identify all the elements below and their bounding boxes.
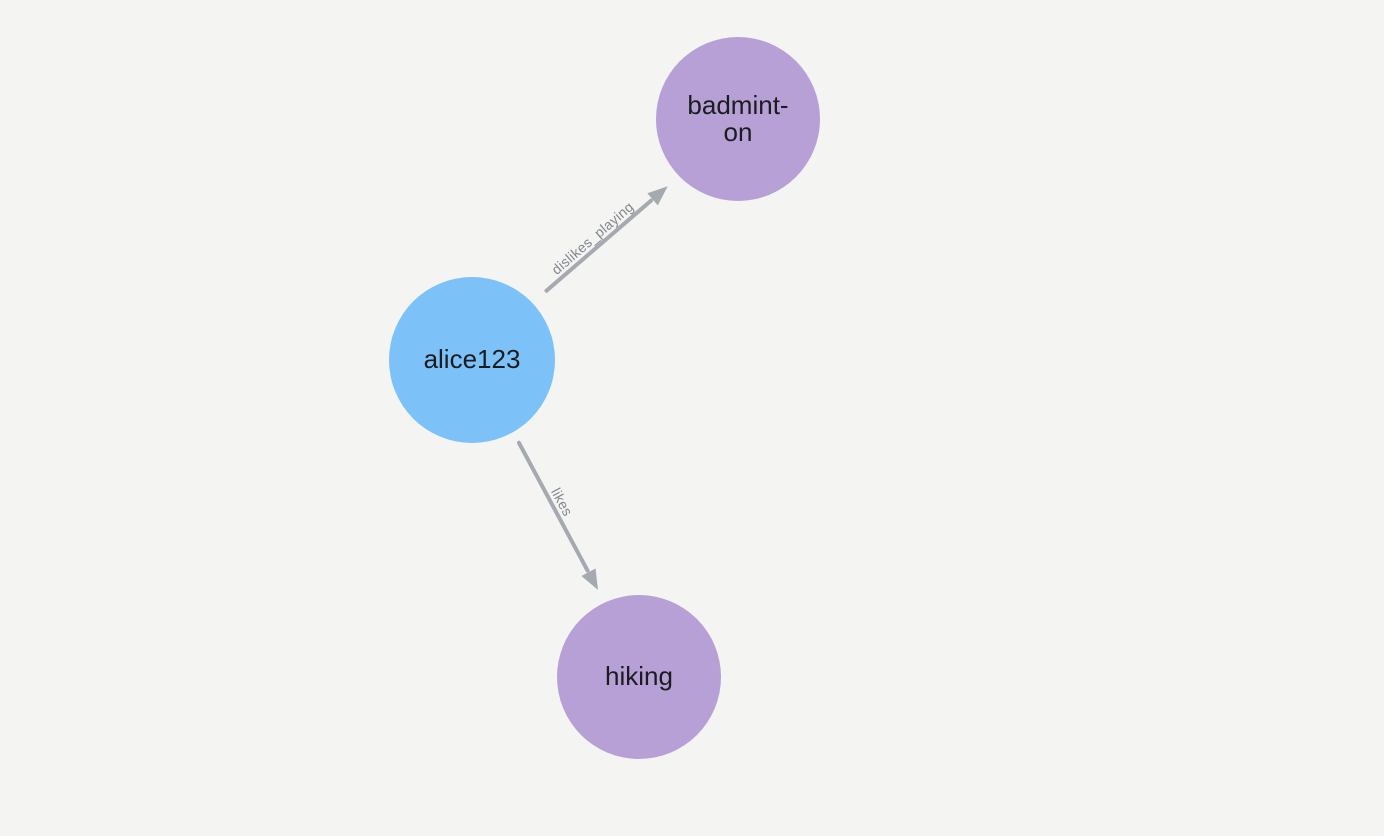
- node-label: badmint-on: [687, 89, 789, 147]
- node-badminton[interactable]: badmint-on: [656, 37, 820, 201]
- arrowhead-icon: [647, 179, 674, 206]
- node-label: hiking: [605, 661, 673, 692]
- node-hiking[interactable]: hiking: [557, 595, 721, 759]
- node-alice123[interactable]: alice123: [389, 277, 555, 443]
- node-label: alice123: [423, 344, 521, 375]
- edge-label: dislikes_playing: [548, 198, 637, 278]
- edge-likes[interactable]: likes: [516, 440, 606, 594]
- edge-dislikes-playing[interactable]: dislikes_playing: [543, 179, 674, 294]
- edge-label: likes: [548, 485, 577, 519]
- arrowhead-icon: [581, 568, 606, 594]
